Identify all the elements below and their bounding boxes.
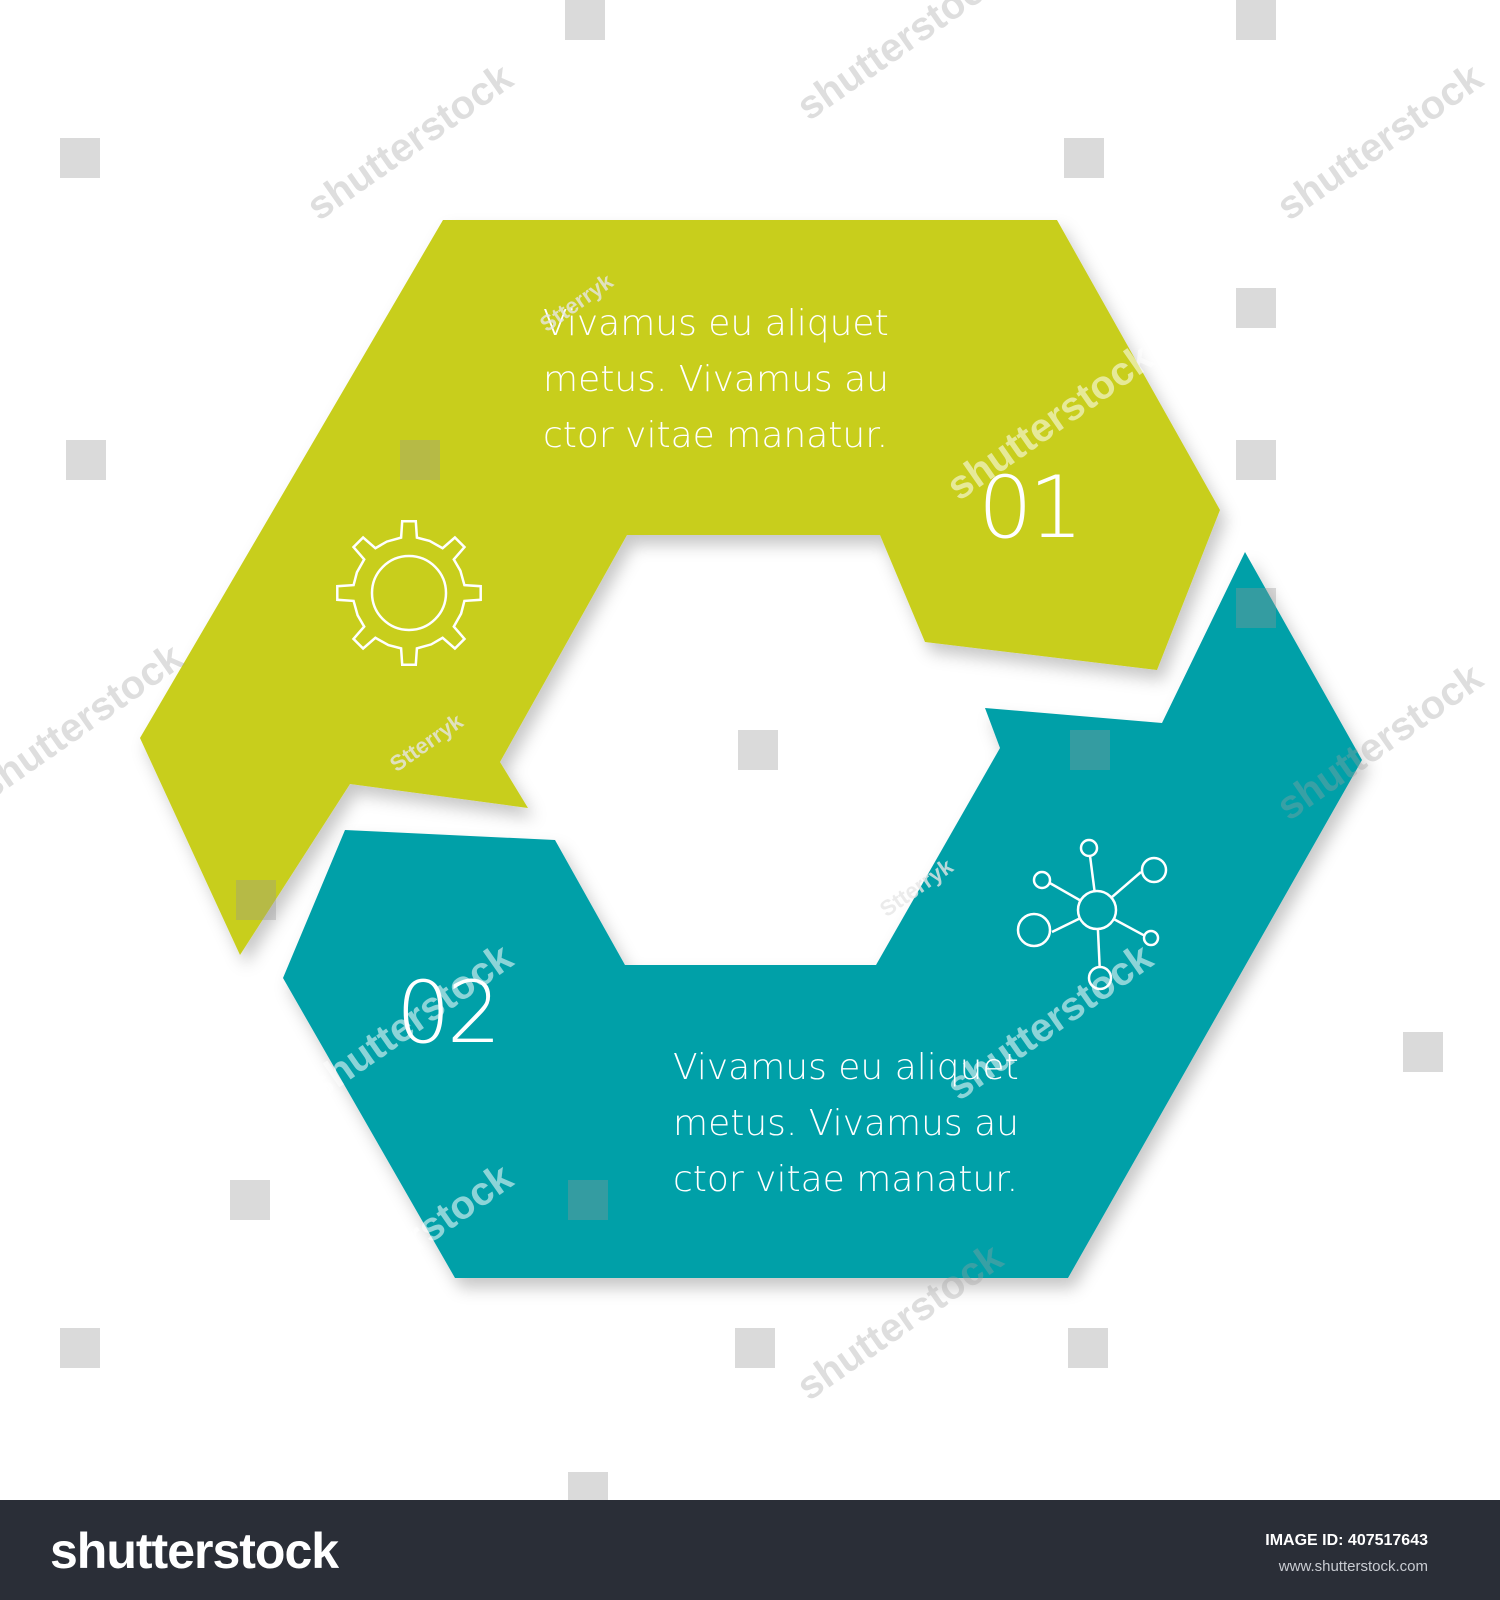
segment-2-text-line: Vivamus eu aliquet: [673, 1047, 1019, 1088]
watermark-logo-mark: [1236, 288, 1276, 328]
watermark-logo-mark: [236, 880, 276, 920]
watermark-logo-mark: [60, 1328, 100, 1368]
image-id-label: IMAGE ID: 407517643: [1265, 1532, 1428, 1549]
segment-2-number: 02: [396, 963, 501, 1063]
watermark-logo-mark: [60, 138, 100, 178]
watermark-logo-mark: [1403, 1032, 1443, 1072]
segment-1-text: Vivamus eu aliquet metus. Vivamus au cto…: [543, 296, 889, 464]
watermark-logo-mark: [568, 1180, 608, 1220]
segment-1-number: 01: [978, 458, 1083, 558]
segment-2-text: Vivamus eu aliquet metus. Vivamus au cto…: [673, 1040, 1019, 1208]
gear-icon: [336, 520, 482, 666]
network-icon: [1016, 838, 1168, 991]
segment-1-shape: [140, 220, 1220, 955]
watermark-logo-mark: [565, 0, 605, 40]
segment-1-text-line: metus. Vivamus au: [543, 359, 889, 400]
watermark-logo-mark: [1236, 440, 1276, 480]
footer-logo: shutterstock: [50, 1523, 339, 1579]
footer-bar: shutterstock IMAGE ID: 407517643 www.shu…: [0, 1500, 1500, 1600]
watermark-logo-mark: [66, 440, 106, 480]
watermark-logo-mark: [1070, 730, 1110, 770]
watermark-logo-mark: [400, 440, 440, 480]
segment-1-text-line: ctor vitae manatur.: [543, 415, 889, 456]
watermark-logo-mark: [735, 1328, 775, 1368]
watermark-logo-mark: [1068, 1328, 1108, 1368]
watermark-logo-mark: [1064, 138, 1104, 178]
diagram-graphic: [140, 220, 1362, 1278]
footer-url: www.shutterstock.com: [1278, 1558, 1428, 1575]
watermark-logo-mark: [1236, 588, 1276, 628]
segment-1-text-line: Vivamus eu aliquet: [543, 303, 889, 344]
hexagon-cycle-diagram: Vivamus eu aliquet metus. Vivamus au cto…: [0, 0, 1491, 1512]
watermark-logo-mark: [1236, 0, 1276, 40]
watermark-logo-mark: [230, 1180, 270, 1220]
segment-2-shape: [283, 552, 1362, 1278]
watermark-logo-mark: [738, 730, 778, 770]
segment-2-text-line: metus. Vivamus au: [673, 1103, 1019, 1144]
segment-2-text-line: ctor vitae manatur.: [673, 1159, 1019, 1200]
